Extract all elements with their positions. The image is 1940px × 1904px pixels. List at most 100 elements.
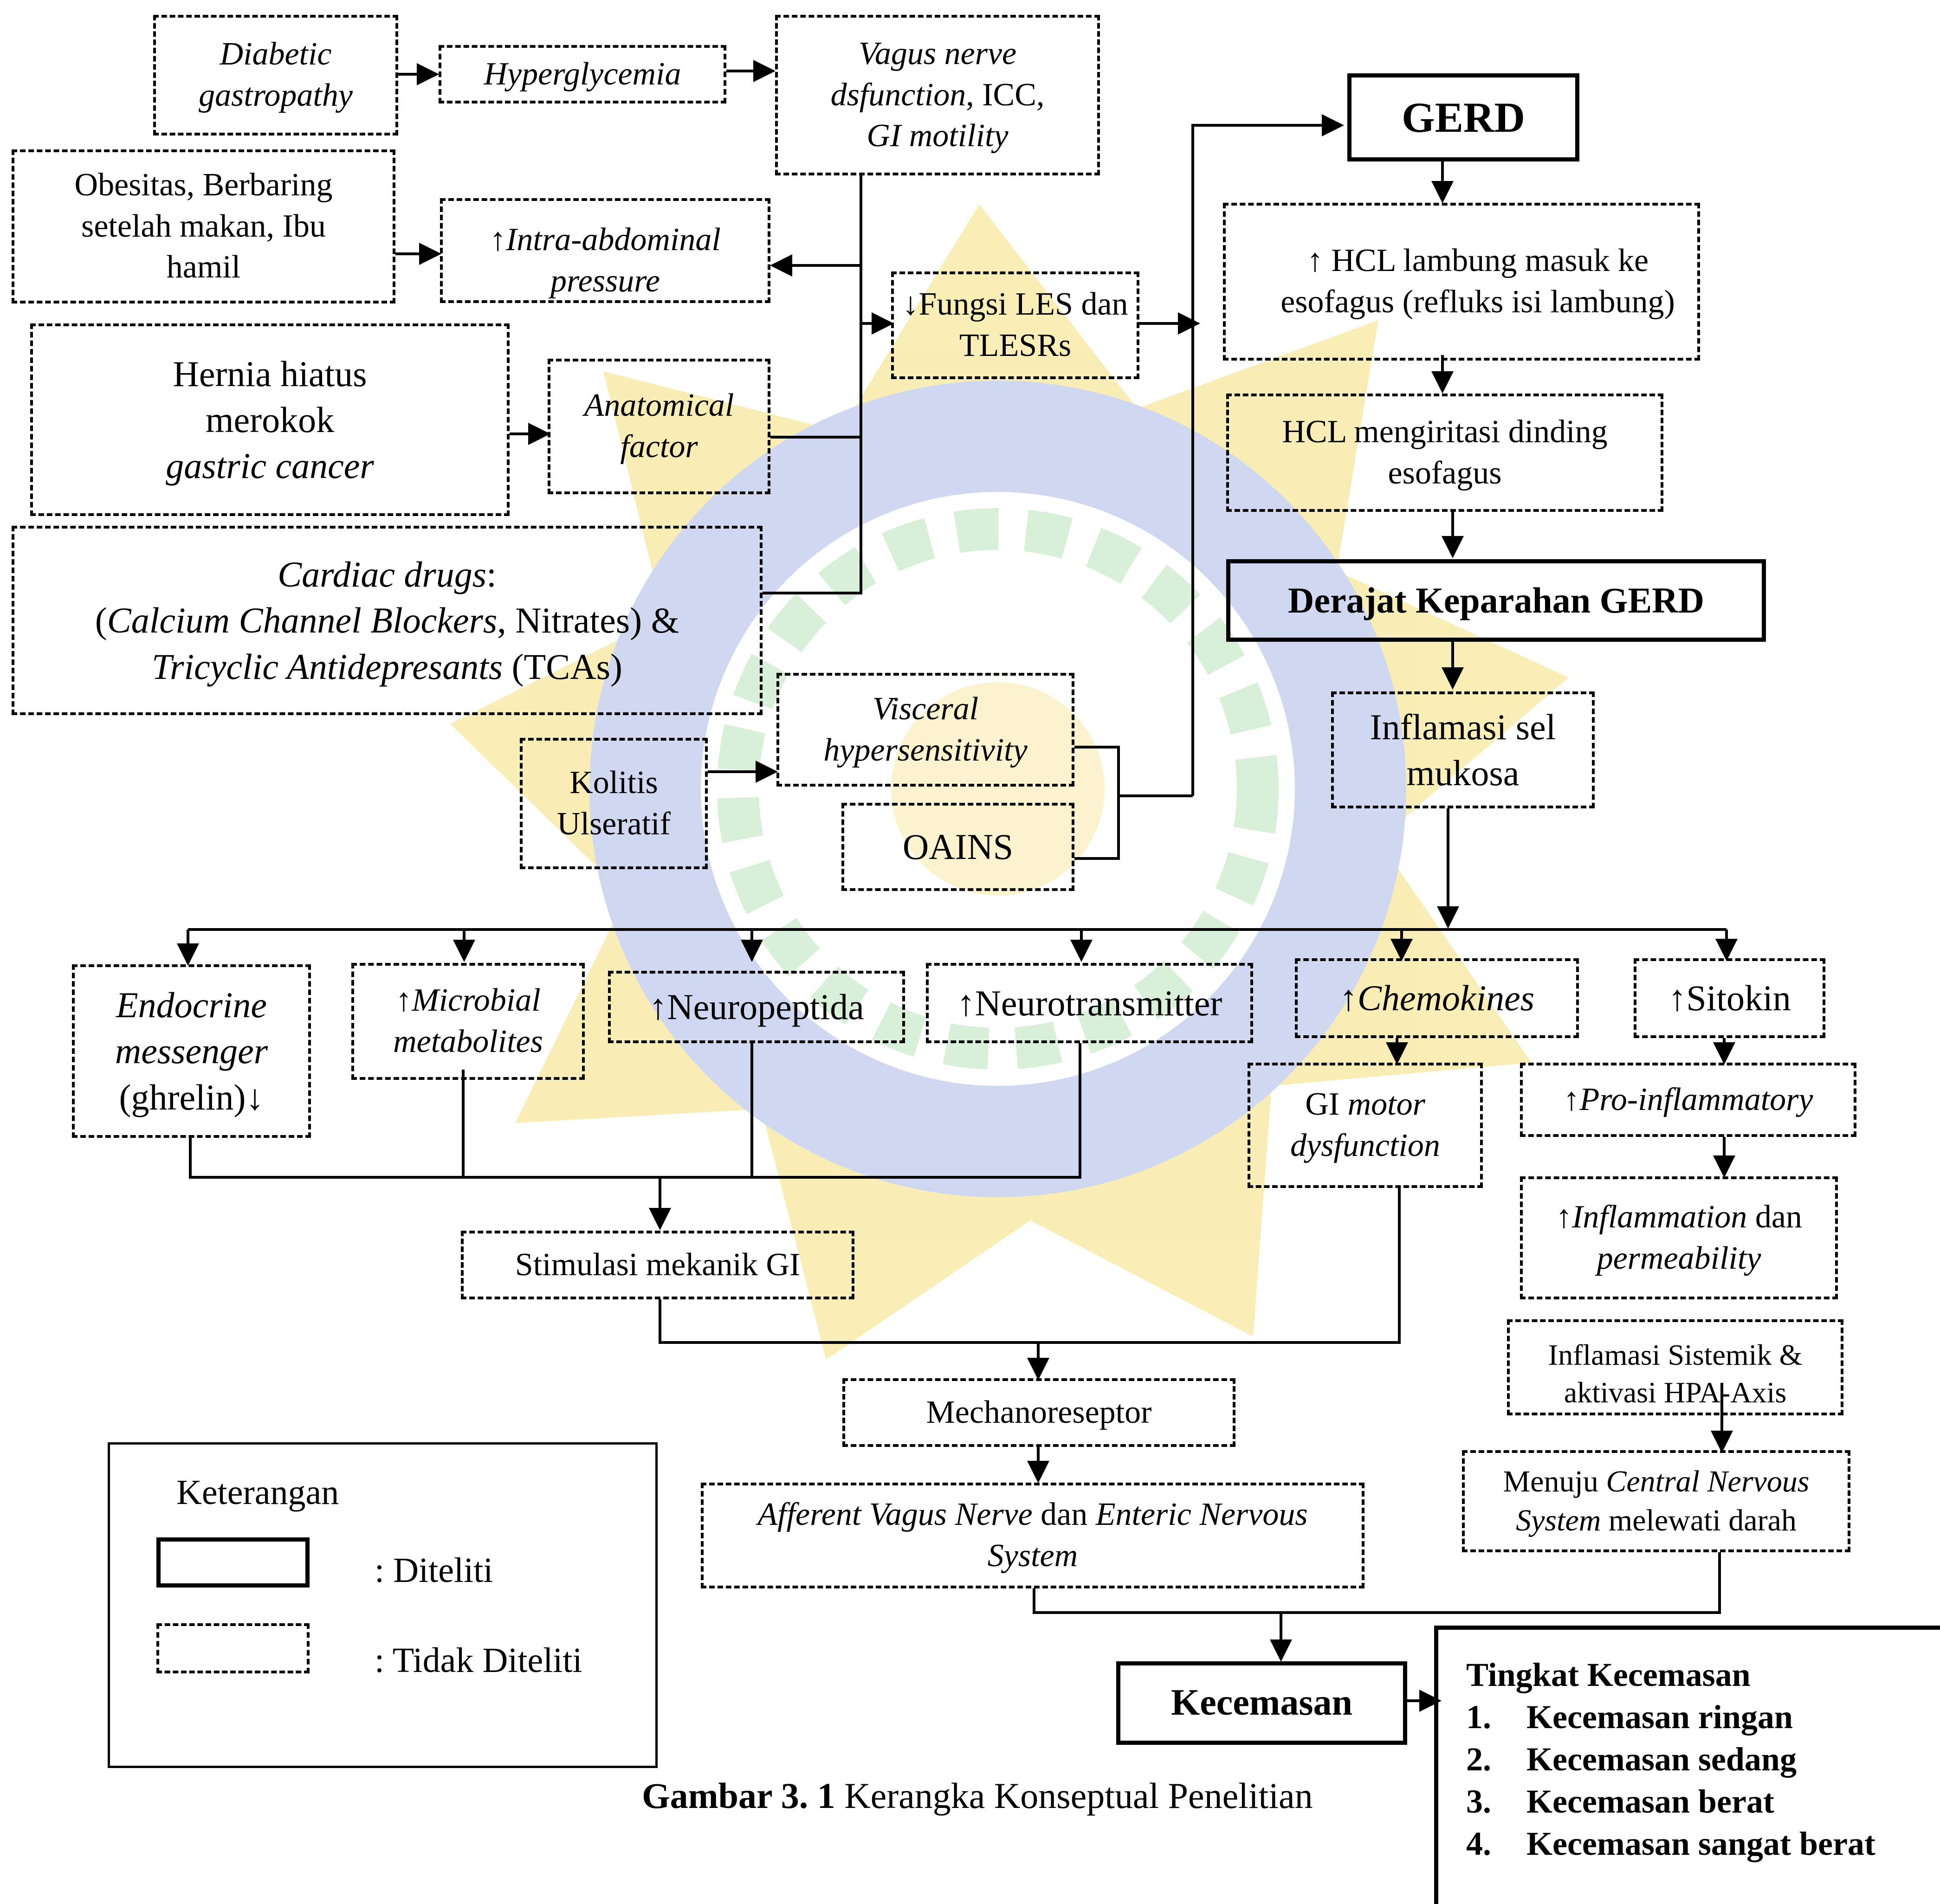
- node-neurotransmitter-text: Neurotransmitter: [957, 980, 1222, 1026]
- node-afferent-content: Afferent Vagus Nerve dan Enteric Nervous…: [755, 1494, 1311, 1577]
- node-neuropeptida-text: Neuropeptida: [649, 984, 864, 1030]
- node-microbial-metabolites: Microbial metabolites: [351, 963, 585, 1080]
- node-hyperglycemia: Hyperglycemia: [439, 45, 726, 103]
- node-kecemasan: Kecemasan: [1116, 1661, 1407, 1745]
- node-menuju-cns: Menuju Central Nervous System melewati d…: [1462, 1450, 1850, 1552]
- node-inflammation-line1: Inflammation dan: [1556, 1197, 1802, 1238]
- node-inflammation-text-1: Inflammation: [1556, 1199, 1747, 1235]
- node-sitokin: Sitokin: [1634, 958, 1825, 1038]
- node-inflamasi-sistemik: Inflamasi Sistemik & aktivasi HPA-Axis: [1507, 1319, 1843, 1415]
- node-vagus-line1: Vagus nerve: [859, 33, 1016, 75]
- legend-dashed-swatch: [156, 1623, 310, 1673]
- node-cardiac-line3: Tricyclic Antidepresants (TCAs): [152, 644, 622, 690]
- node-fungsi-les: ↓Fungsi LES dan TLESRs: [891, 271, 1139, 379]
- watermark-sun: [891, 682, 1105, 896]
- node-endocrine-line1: Endocrine messenger: [115, 985, 268, 1071]
- anxiety-level-label: Kecemasan sangat berat: [1526, 1825, 1875, 1862]
- anxiety-level-number: 1.: [1466, 1698, 1491, 1736]
- node-inflammation-line2: permeability: [1597, 1240, 1761, 1276]
- node-hcl-masuk: ↑ HCL lambung masuk ke esofagus (refluks…: [1223, 203, 1700, 361]
- node-hyperglycemia-text: Hyperglycemia: [484, 56, 681, 92]
- node-inflamasi-sel-text: Inflamasi sel mukosa: [1370, 706, 1556, 793]
- anxiety-level-item: 2. Kecemasan sedang: [1466, 1738, 1940, 1781]
- node-vagus-text-1: Vagus nerve: [858, 35, 1017, 71]
- anxiety-level-number: 2.: [1466, 1741, 1491, 1778]
- node-derajat-keparahan: Derajat Keparahan GERD: [1226, 559, 1766, 642]
- node-neurotransmitter: Neurotransmitter: [926, 963, 1253, 1043]
- node-diabetic-gastropathy-text: Diabetic gastropathy: [199, 36, 353, 113]
- node-kolitis-text: Kolitis Ulseratif: [557, 764, 671, 842]
- node-chemokines: Chemokines: [1295, 958, 1579, 1038]
- node-inflamasi-sistemik-text: Inflamasi Sistemik & aktivasi HPA-Axis: [1548, 1338, 1803, 1409]
- figure-number: Gambar 3. 1: [642, 1775, 835, 1816]
- node-vagus-line3: GI motility: [867, 116, 1008, 157]
- node-derajat-text: Derajat Keparahan GERD: [1288, 580, 1704, 621]
- node-inflammation-text-2: dan: [1747, 1199, 1802, 1235]
- node-menuju-text-1: Menuju: [1503, 1465, 1606, 1499]
- node-endocrine-messenger: Endocrine messenger (ghrelin): [72, 964, 311, 1138]
- node-gi-motor-text-2: motor dysfunction: [1290, 1086, 1440, 1163]
- anxiety-levels-list: 1.Kecemasan ringan 2.Kecemasan sedang 3.…: [1466, 1696, 1940, 1865]
- node-inflamasi-sel-mukosa: Inflamasi sel mukosa: [1331, 691, 1595, 808]
- node-hcl-masuk-text: ↑ HCL lambung masuk ke esofagus (refluks…: [1280, 243, 1675, 320]
- watermark-green-wreath: [717, 508, 1279, 1070]
- legend-dashed-label: : Tidak Diteliti: [375, 1641, 582, 1680]
- node-obesitas: Obesitas, Berbaring setelah makan, Ibu h…: [12, 149, 395, 303]
- node-vagus-nerve: Vagus nerve dsfunction, ICC, GI motility: [775, 15, 1100, 175]
- node-intra-abdominal-pressure: Intra-abdominal pressure: [440, 198, 770, 303]
- node-chemokines-text: Chemokines: [1339, 975, 1534, 1021]
- node-gi-motor-dysfunction: GI motor dysfunction: [1248, 1063, 1483, 1188]
- node-gerd-text: GERD: [1402, 93, 1525, 141]
- node-vagus-text-3: , ICC,: [966, 77, 1045, 113]
- node-obesitas-text: Obesitas, Berbaring setelah makan, Ibu h…: [74, 167, 333, 285]
- node-hcl-iritasi-text: HCL mengiritasi dinding esofagus: [1282, 413, 1608, 491]
- node-cardiac-text-1: Cardiac drugs: [278, 554, 487, 595]
- figure-caption: Gambar 3. 1 Kerangka Konseptual Peneliti…: [642, 1775, 1313, 1817]
- node-mechanoreseptor: Mechanoreseptor: [842, 1378, 1235, 1447]
- node-fungsi-les-text: ↓Fungsi LES dan TLESRs: [902, 286, 1128, 363]
- node-kolitis-ulseratif: Kolitis Ulseratif: [520, 738, 708, 869]
- node-stimulasi-mekanik: Stimulasi mekanik GI: [461, 1231, 854, 1299]
- anxiety-level-number: 3.: [1466, 1783, 1491, 1820]
- anxiety-level-item: 3. Kecemasan berat: [1466, 1781, 1940, 1823]
- node-afferent-text-2: dan: [1032, 1497, 1096, 1533]
- anxiety-level-label: Kecemasan berat: [1526, 1783, 1774, 1820]
- node-hcl-iritasi: HCL mengiritasi dinding esofagus: [1226, 394, 1663, 512]
- node-sitokin-text: Sitokin: [1668, 975, 1791, 1021]
- node-anatomical-factor: Anatomical factor: [548, 359, 770, 494]
- node-cardiac-text-5: , Nitrates) &: [497, 600, 679, 641]
- node-microbial-text: Microbial metabolites: [361, 980, 576, 1063]
- node-visceral-hypersensitivity: Visceral hypersensitivity: [776, 673, 1074, 787]
- node-anatomical-text: Anatomical factor: [584, 387, 734, 465]
- node-cardiac-text-7: (TCAs): [503, 646, 622, 687]
- legend-solid-swatch: [156, 1537, 310, 1588]
- legend: Keterangan : Diteliti : Tidak Diteliti: [108, 1442, 658, 1768]
- figure-caption-text: Kerangka Konseptual Penelitian: [835, 1775, 1313, 1816]
- node-vagus-line2: dsfunction, ICC,: [831, 75, 1045, 116]
- anxiety-level-number: 4.: [1466, 1825, 1491, 1862]
- node-menuju-content: Menuju Central Nervous System melewati d…: [1483, 1462, 1829, 1540]
- node-kecemasan-text: Kecemasan: [1170, 1682, 1352, 1723]
- node-cardiac-line1: Cardiac drugs:: [278, 551, 497, 597]
- node-cardiac-text-6: Tricyclic Antidepresants: [152, 646, 503, 687]
- node-intra-abdominal-text: Intra-abdominal pressure: [449, 219, 761, 300]
- node-vagus-text-2: dsfunction: [830, 77, 966, 113]
- legend-title: Keterangan: [176, 1473, 339, 1512]
- node-cardiac-line2: (Calcium Channel Blockers, Nitrates) &: [95, 597, 679, 643]
- node-cardiac-text-2: :: [486, 554, 497, 595]
- node-gi-motor-text-1: GI: [1305, 1086, 1348, 1123]
- node-cardiac-drugs: Cardiac drugs: (Calcium Channel Blockers…: [12, 526, 763, 715]
- node-hernia-line3: gastric cancer: [166, 445, 374, 486]
- node-inflammation-permeability: Inflammation dan permeability: [1520, 1176, 1838, 1299]
- anxiety-level-label: Kecemasan sedang: [1526, 1741, 1797, 1778]
- node-stimulasi-text: Stimulasi mekanik GI: [515, 1246, 801, 1283]
- node-visceral-text: Visceral hypersensitivity: [823, 691, 1028, 768]
- node-cardiac-text-3: (: [95, 600, 107, 641]
- node-diabetic-gastropathy: Diabetic gastropathy: [153, 15, 398, 136]
- node-afferent-vagus: Afferent Vagus Nerve dan Enteric Nervous…: [701, 1483, 1364, 1588]
- node-endocrine-line2: (ghrelin): [119, 1074, 264, 1120]
- node-mechanoreseptor-text: Mechanoreseptor: [926, 1394, 1152, 1430]
- node-oains-text: OAINS: [902, 826, 1014, 867]
- node-gi-motor-content: GI motor dysfunction: [1257, 1084, 1474, 1167]
